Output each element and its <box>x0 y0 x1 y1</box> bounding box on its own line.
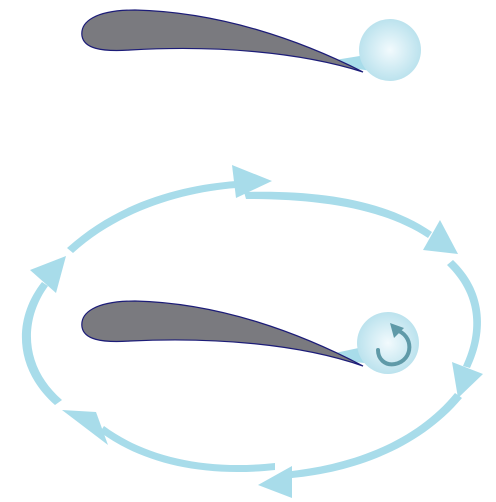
circulation-arrowhead-right <box>452 362 483 398</box>
circulation-arrow-top-right <box>244 192 432 238</box>
top-airfoil <box>82 10 363 72</box>
circulation-arrow-left <box>22 282 62 405</box>
bottom-panel <box>22 165 483 498</box>
bottom-airfoil <box>82 301 363 366</box>
circulation-arrow-right <box>447 260 481 368</box>
circulation-arrow-top-left <box>67 181 236 253</box>
top-vortex-ball <box>359 19 421 81</box>
circulation-arrow-bottom-right <box>292 393 462 478</box>
circulation-arrowhead-bottom-left <box>62 410 108 445</box>
circulation-arrowhead-left <box>30 256 66 293</box>
top-panel <box>82 10 421 81</box>
circulation-arrow-bottom-left <box>100 426 275 472</box>
